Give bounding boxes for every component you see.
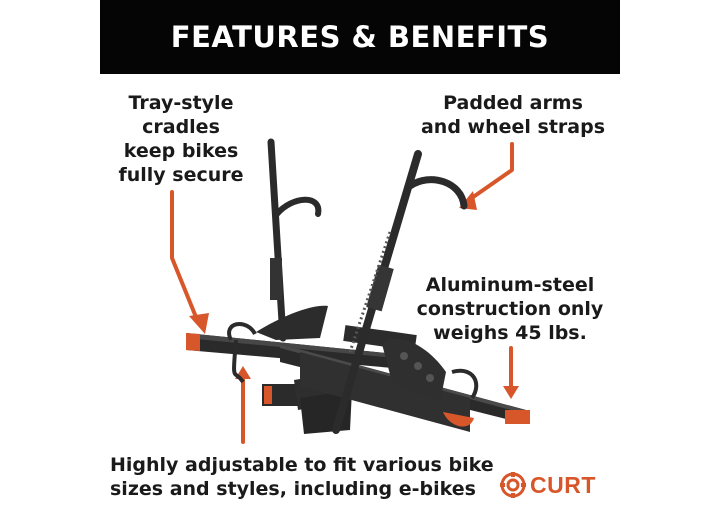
callout-line: Padded arms: [443, 92, 583, 114]
callout-line: keep bikes: [123, 140, 239, 162]
arrow-arms: [464, 142, 514, 204]
logo-text: CURT: [530, 471, 596, 498]
callout-adjustable: Highly adjustable to fit various bike si…: [110, 453, 494, 501]
callout-line: and wheel straps: [420, 116, 606, 138]
header-banner: FEATURES & BENEFITS: [100, 0, 620, 74]
callout-arrows: [170, 142, 514, 444]
front-arm: [332, 150, 468, 434]
callout-line: Tray-style: [128, 92, 234, 114]
rear-arm: [267, 138, 322, 342]
callout-weight: Aluminum-steel construction only weighs …: [416, 273, 604, 345]
callout-line: Aluminum-steel: [425, 274, 595, 296]
callout-line: construction only: [416, 298, 604, 320]
curt-logo: CURT: [500, 472, 596, 498]
arrow-tray: [170, 190, 200, 324]
page-title: FEATURES & BENEFITS: [170, 20, 550, 54]
curt-gear-logo-icon: [500, 472, 526, 498]
callout-tray-cradles: Tray-style cradles keep bikes fully secu…: [108, 91, 254, 187]
callout-line: cradles: [142, 116, 220, 138]
callout-line: fully secure: [118, 164, 244, 186]
rear-wheel-cradle: [227, 322, 257, 384]
callout-line: sizes and styles, including e-bikes: [110, 478, 476, 500]
callout-line: Highly adjustable to fit various bike: [110, 454, 494, 476]
rear-front-cradle: [256, 305, 328, 340]
callout-line: weighs 45 lbs.: [433, 322, 587, 344]
front-wheel-cradle: [382, 338, 446, 402]
callout-padded-arms: Padded arms and wheel straps: [418, 91, 608, 139]
